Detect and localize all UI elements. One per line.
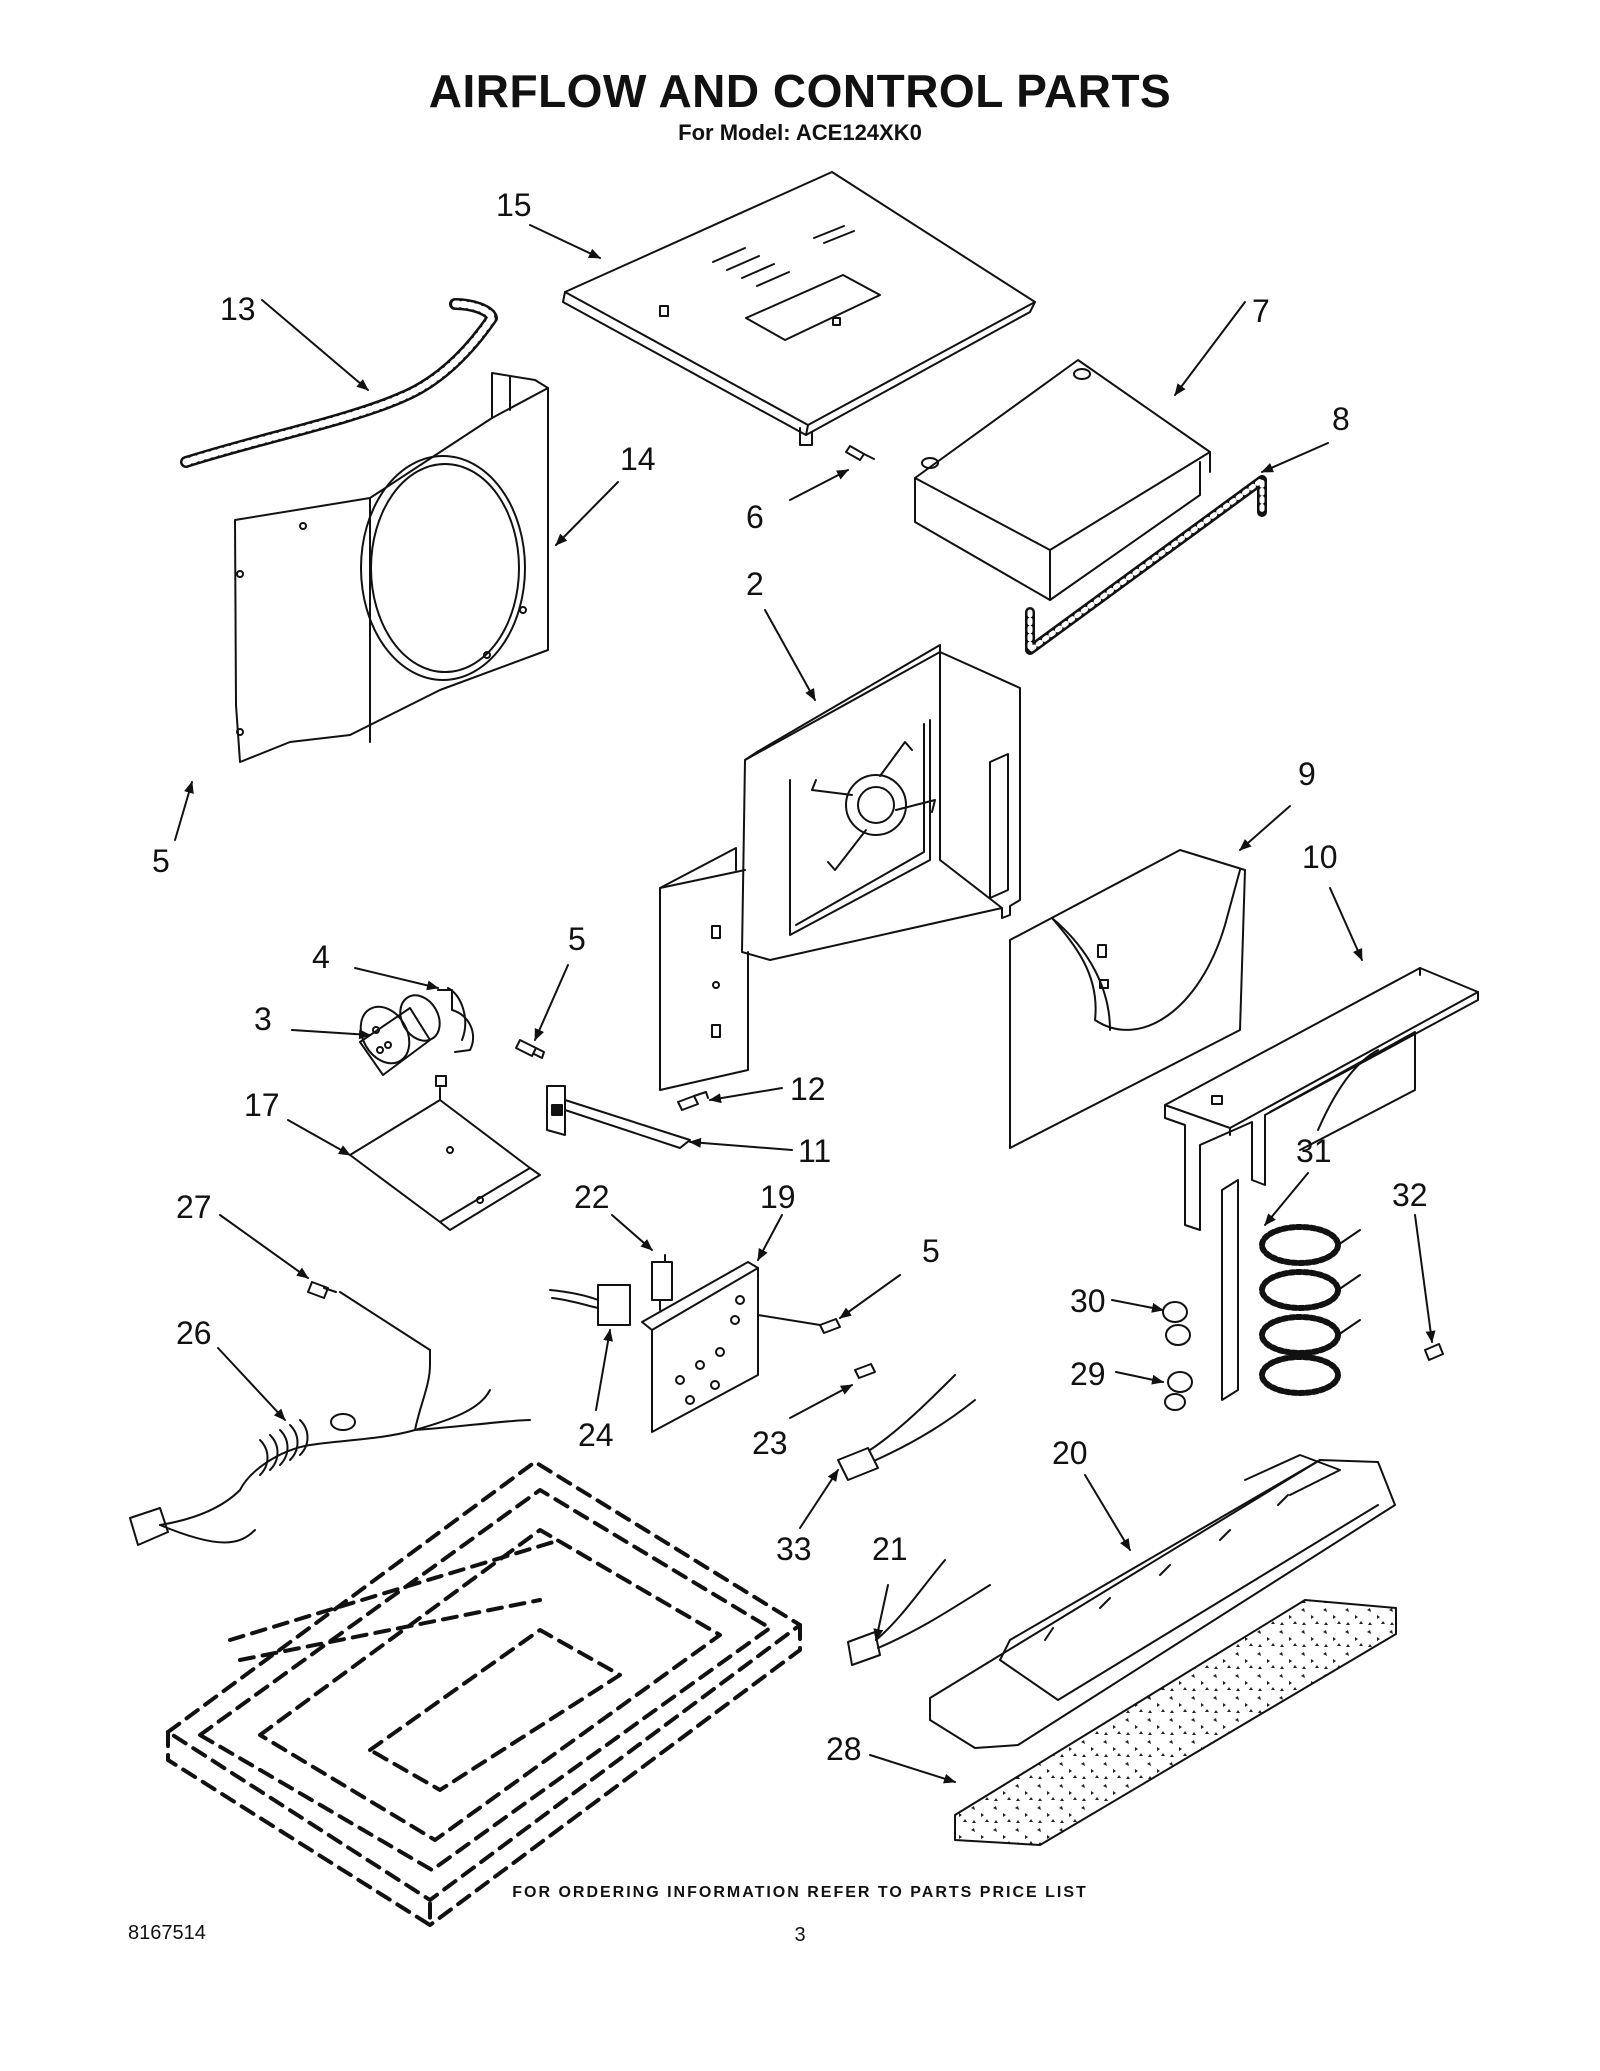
callout-31: 31 xyxy=(1296,1133,1332,1169)
base-pan-reference xyxy=(166,1460,802,1927)
callout-15: 15 xyxy=(496,187,532,223)
callout-13: 13 xyxy=(220,291,256,327)
part-6-screw xyxy=(845,445,875,461)
callout-12: 12 xyxy=(790,1071,826,1107)
callout-numbers: 15 13 7 8 14 6 2 5 9 10 4 5 3 12 17 11 3… xyxy=(152,187,1428,1767)
callout-4: 4 xyxy=(312,939,330,975)
part-27-screw xyxy=(307,1281,337,1299)
callout-33: 33 xyxy=(776,1531,812,1567)
callout-8: 8 xyxy=(1332,401,1350,437)
part-22-switch xyxy=(651,1254,673,1311)
part-17-control-plate xyxy=(349,1075,541,1231)
callout-32: 32 xyxy=(1392,1177,1428,1213)
callout-6: 6 xyxy=(746,499,764,535)
part-5-screw-b xyxy=(515,1039,545,1059)
callout-2: 2 xyxy=(746,566,764,602)
callout-19: 19 xyxy=(760,1179,796,1215)
callout-7: 7 xyxy=(1252,293,1270,329)
part-19-control-panel xyxy=(641,1261,759,1433)
callout-29: 29 xyxy=(1070,1356,1106,1392)
page-number: 3 xyxy=(794,1924,806,1946)
callout-9: 9 xyxy=(1298,756,1316,792)
callout-20: 20 xyxy=(1052,1435,1088,1471)
callout-26: 26 xyxy=(176,1315,212,1351)
callout-14: 14 xyxy=(620,441,656,477)
callout-22: 22 xyxy=(574,1179,610,1215)
part-20-drain-pan xyxy=(929,1454,1396,1749)
part-15-top-cover xyxy=(562,171,1036,446)
callout-5b: 5 xyxy=(568,921,586,957)
part-33-sensor xyxy=(837,1374,976,1481)
part-7-control-cover xyxy=(914,359,1211,601)
page-title: AIRFLOW AND CONTROL PARTS xyxy=(428,65,1172,117)
callout-21: 21 xyxy=(872,1531,908,1567)
callout-30: 30 xyxy=(1070,1283,1106,1319)
part-23-screw xyxy=(854,1363,876,1379)
ordering-notice: FOR ORDERING INFORMATION REFER TO PARTS … xyxy=(512,1884,1088,1901)
part-28-filter-media xyxy=(954,1599,1397,1846)
part-24-rotary-switch xyxy=(549,1284,631,1326)
part-5-screw-c xyxy=(819,1318,841,1334)
callout-23: 23 xyxy=(752,1425,788,1461)
callout-5a: 5 xyxy=(152,843,170,879)
part-14-shroud xyxy=(234,372,549,763)
part-3-capacitor xyxy=(359,994,441,1076)
callout-24: 24 xyxy=(578,1417,614,1453)
callout-17: 17 xyxy=(244,1087,280,1123)
part-8-gasket xyxy=(1025,475,1267,655)
part-30-limit-switch xyxy=(1162,1301,1191,1346)
part-11-bracket xyxy=(546,1085,691,1149)
callout-11: 11 xyxy=(798,1133,831,1169)
part-10-control-bracket xyxy=(1164,967,1479,1231)
model-subtitle: For Model: ACE124XK0 xyxy=(678,120,922,145)
callout-27: 27 xyxy=(176,1189,212,1225)
part-9-scroll-housing xyxy=(1009,849,1246,1149)
document-number: 8167514 xyxy=(128,1922,206,1944)
callout-28: 28 xyxy=(826,1731,862,1767)
part-32-screw xyxy=(1424,1343,1444,1361)
callout-10: 10 xyxy=(1302,839,1338,875)
part-13-seal-strip xyxy=(180,298,498,468)
callout-3: 3 xyxy=(254,1001,272,1037)
leader-arrows xyxy=(174,224,1436,1784)
part-2-orifice-bulkhead xyxy=(659,644,1021,1091)
part-21-thermistor xyxy=(847,1559,991,1666)
part-12-screw xyxy=(677,1091,709,1111)
callout-5c: 5 xyxy=(922,1233,940,1269)
part-4-capacitor-strap xyxy=(437,987,475,1053)
part-31-heater-element xyxy=(1221,1179,1361,1401)
part-26-power-cord xyxy=(129,1349,531,1546)
part-29-fuse xyxy=(1164,1371,1193,1411)
